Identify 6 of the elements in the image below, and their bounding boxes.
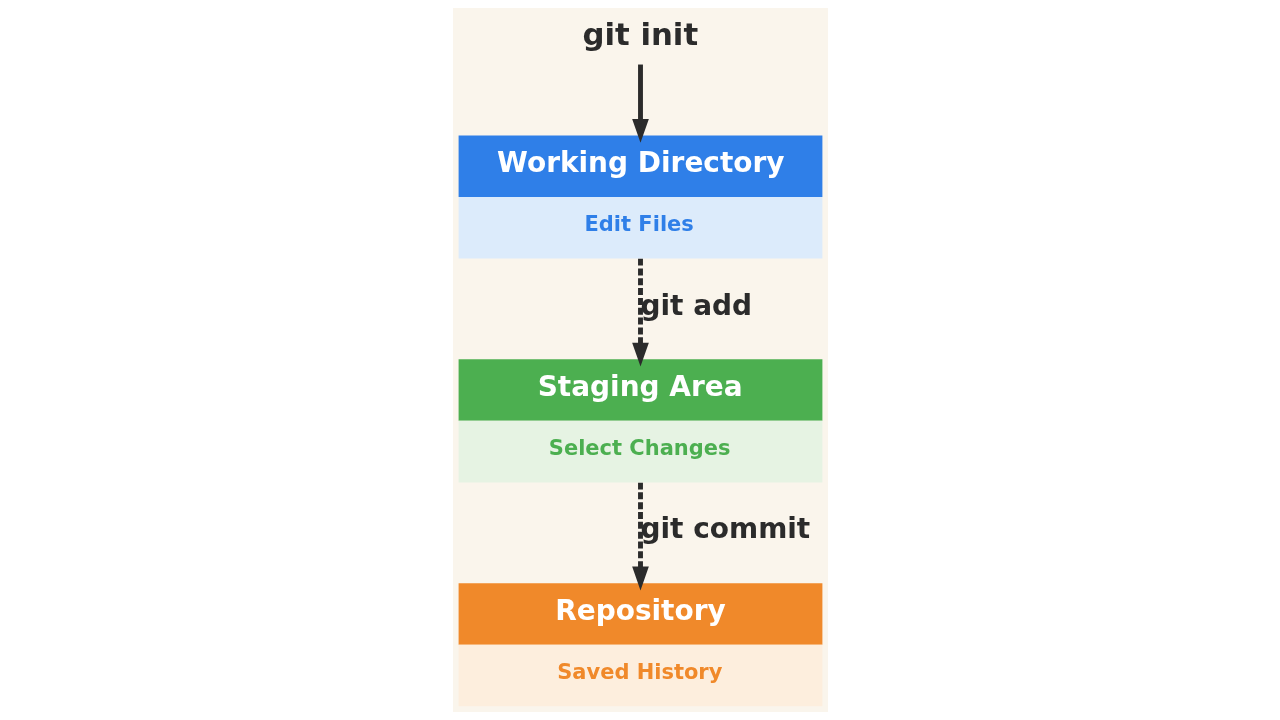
arrow <box>631 64 649 143</box>
arrow <box>631 258 649 367</box>
edge-label: git add <box>640 288 752 322</box>
edge-label: git commit <box>640 512 810 546</box>
arrow <box>631 482 649 591</box>
node-text: git init <box>581 16 698 53</box>
